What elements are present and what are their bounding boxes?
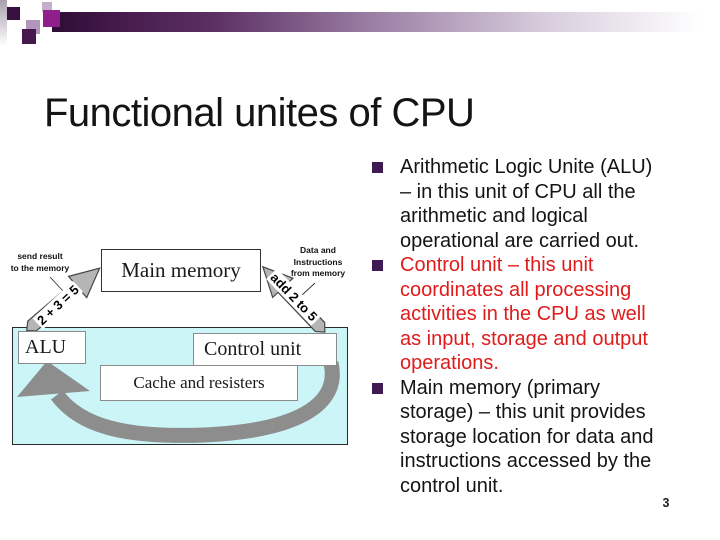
main-memory-label: Main memory bbox=[121, 258, 241, 282]
bullet-square-icon bbox=[372, 260, 383, 271]
header-gradient-bar bbox=[52, 12, 720, 32]
alu-box: ALU bbox=[18, 331, 86, 364]
bullet-square-icon bbox=[372, 162, 383, 173]
control-unit-box: Control unit bbox=[193, 333, 337, 366]
bullet-item-control-unit: Control unit – this unit coordinates all… bbox=[370, 253, 700, 376]
bullet-list: Arithmetic Logic Unite (ALU) – in this u… bbox=[370, 155, 700, 498]
cache-registers-label: Cache and resisters bbox=[133, 373, 265, 392]
alu-label: ALU bbox=[25, 336, 67, 358]
send-result-label: send result to the memory bbox=[2, 251, 78, 274]
left-gradient-strip bbox=[0, 0, 7, 46]
control-unit-label: Control unit bbox=[204, 338, 302, 360]
bullet-text-alu: Arithmetic Logic Unite (ALU) – in this u… bbox=[400, 156, 653, 252]
slide-title: Functional unites of CPU bbox=[44, 90, 475, 135]
data-instructions-line3: from memory bbox=[290, 268, 346, 278]
page-number: 3 bbox=[662, 496, 670, 510]
bullet-text-main-memory: Main memory (primary storage) – this uni… bbox=[400, 376, 654, 497]
deco-square-dark-1 bbox=[7, 7, 20, 20]
bullet-text-control-unit: Control unit – this unit coordinates all… bbox=[400, 254, 648, 374]
deco-square-lavender bbox=[42, 2, 52, 12]
bullet-square-icon bbox=[372, 382, 383, 394]
send-result-line1: send result bbox=[17, 251, 63, 261]
deco-square-magenta bbox=[43, 10, 60, 27]
data-instructions-leader-line bbox=[300, 282, 316, 297]
data-instructions-line2: Instructions bbox=[293, 256, 343, 267]
send-result-line2: to the memory bbox=[10, 262, 70, 273]
deco-square-dark-2 bbox=[22, 29, 36, 44]
curved-arrow-control-to-alu bbox=[17, 361, 340, 443]
bullet-item-alu: Arithmetic Logic Unite (ALU) – in this u… bbox=[370, 155, 700, 253]
cpu-diagram: Main memory ALU Control unit Cache and r… bbox=[0, 230, 360, 460]
bullet-item-main-memory: Main memory (primary storage) – this uni… bbox=[370, 376, 700, 499]
data-instructions-line1: Data and bbox=[300, 245, 336, 255]
main-memory-box: Main memory bbox=[101, 249, 261, 292]
data-instructions-label: Data and Instructions from memory bbox=[286, 245, 350, 280]
cache-registers-box: Cache and resisters bbox=[100, 365, 298, 401]
send-result-leader-line bbox=[49, 276, 64, 292]
